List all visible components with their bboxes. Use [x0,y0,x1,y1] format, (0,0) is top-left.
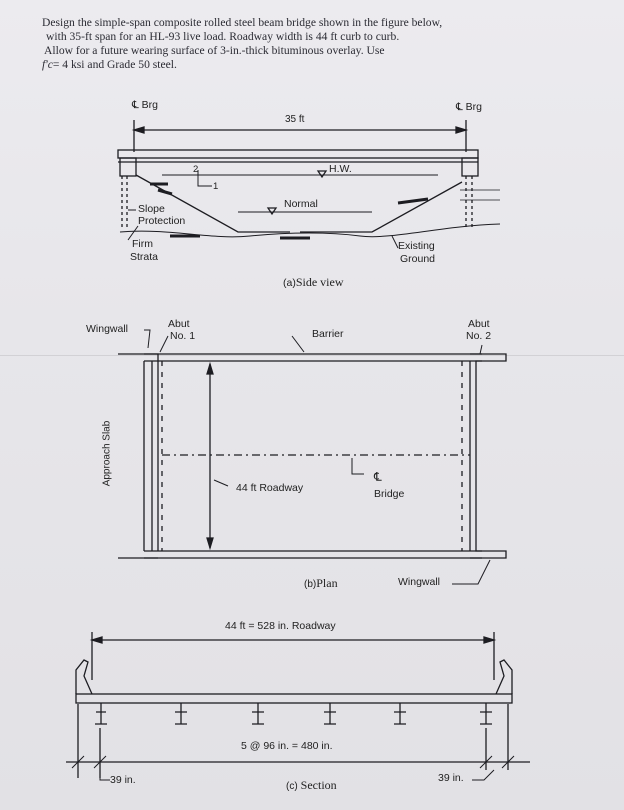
barrier-right-section [495,659,513,695]
abut1-label-2: No. 1 [170,330,196,342]
slope-den-label: 1 [213,181,219,192]
slope-right [300,181,463,233]
plan-caption: (b)Plan [304,576,338,591]
existing-ground-label-2: Ground [400,253,436,265]
existing-ground-leader [391,235,399,249]
span-arrow-left [131,126,145,134]
bridge-label: Bridge [374,488,405,500]
girders [95,703,492,725]
riprap-right [397,197,429,205]
firm-strata-hatch [170,234,310,240]
firm-strata-leader [127,225,139,241]
span-label: 35 ft [285,114,305,125]
barrier-left-section [75,659,93,695]
firm-strata-label-2: Strata [130,251,159,263]
normal-label: Normal [284,198,318,210]
abutment-2-plan [469,353,507,559]
plan-caption-prefix: (b) [304,579,317,590]
wingwall-left-label: Wingwall [86,323,129,335]
slope-ratio-marker [197,170,212,187]
abut1-leader [159,335,169,353]
abutment-left [119,157,137,177]
hw-marker [316,170,328,179]
abut2-leader [479,344,483,355]
barrier-label: Barrier [312,328,344,340]
section-roadway-label: 44 ft = 528 in. Roadway [225,620,336,632]
right-overhang-leader [472,769,495,781]
wingwall-right-leader [452,559,491,585]
deck-slab-section [75,693,513,704]
problem-line-3: Allow for a future wearing surface of 3-… [44,44,385,57]
existing-ground-line [119,223,501,238]
cl-brg-left-label: ℄ Brg [132,99,158,111]
page-fold-line [0,355,624,356]
section-arrow-left [89,636,103,644]
hw-label: H.W. [329,163,352,175]
side-view-caption-text: Side view [295,275,344,289]
section-caption-prefix: (c) [286,781,298,792]
girder-3 [252,703,264,725]
girder-4 [324,703,336,725]
deck-side [117,149,479,159]
abutment-right [461,157,479,177]
cl-bridge-leader [351,458,364,475]
girder-5 [394,703,406,725]
span-arrow-right [455,126,469,134]
abut1-label-1: Abut [168,318,190,330]
ground-right-lines [460,189,500,201]
girder-1 [95,703,107,725]
approach-slab-label: Approach Slab [101,420,113,487]
girder-6 [480,703,492,725]
girder-spacing-label: 5 @ 96 in. = 480 in. [241,740,333,752]
side-view-caption-prefix: (a) [283,277,296,289]
cl-bridge-symbol: ℄ [374,470,382,484]
problem-line-4-text: = 4 ksi and Grade 50 steel. [52,58,177,71]
fc-symbol: f'c [42,58,53,71]
cl-brg-right-label: ℄ Brg [456,101,482,113]
side-view-caption: (a)Side view [283,275,344,290]
section-caption-text: Section [300,778,337,792]
dim-ticks [71,755,515,769]
abut2-label-2: No. 2 [466,330,492,342]
problem-statement: Design the simple-span composite rolled … [42,16,602,72]
problem-line-1: Design the simple-span composite rolled … [42,16,443,29]
abut2-label-1: Abut [468,318,490,330]
abutment-1-plan [118,353,159,559]
roadway-leader [213,479,229,487]
left-overhang-label: 39 in. [110,774,136,786]
left-overhang-leader [99,772,110,781]
roadway-label: 44 ft Roadway [236,482,304,494]
normal-marker [266,207,278,216]
firm-strata-label-1: Firm [132,238,153,250]
existing-ground-label-1: Existing [398,240,435,252]
slope-protection-label-2: Protection [138,215,186,227]
problem-line-2: with 35-ft span for an HL-93 live load. … [46,30,400,43]
slope-num-label: 2 [193,164,199,175]
plan-caption-text: Plan [316,576,338,590]
roadway-arrow-top [206,361,214,375]
slope-protection-label-1: Slope [138,203,165,215]
section-caption: (c) Section [286,778,337,793]
barrier-leader [291,335,305,353]
section-arrow-right [483,636,497,644]
right-overhang-label: 39 in. [438,772,464,784]
roadway-arrow-bottom [206,537,214,551]
girder-2 [175,703,187,725]
problem-line-4: f'c= 4 ksi and Grade 50 steel. [42,58,602,72]
riprap-left [150,182,173,196]
wingwall-right-label: Wingwall [398,576,441,588]
wingwall-left-leader [144,329,151,349]
